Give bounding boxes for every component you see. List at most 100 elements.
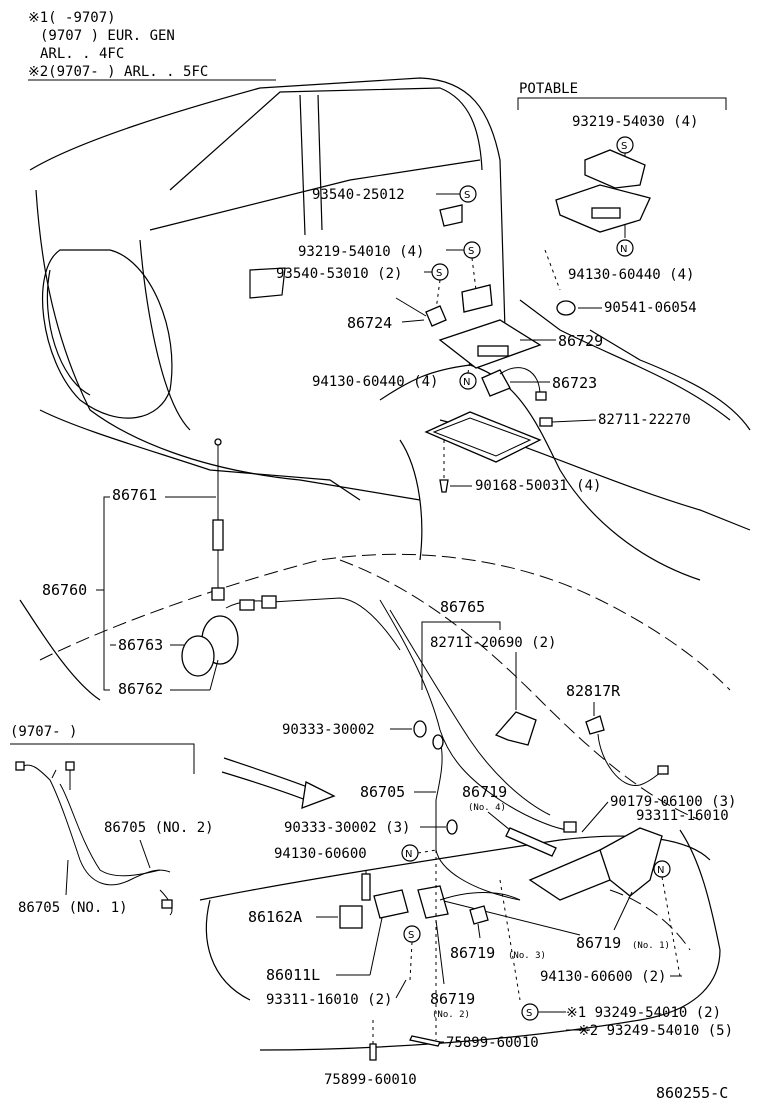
- label-93249-54010-2: ※1 93249-54010 (2): [566, 1005, 721, 1021]
- label-86719-no1-sub: (No. 1): [632, 941, 670, 951]
- relay-86162A-part: [339, 905, 363, 929]
- clip-75899-bottom-part: [369, 1043, 377, 1061]
- label-93219-54010: 93219-54010 (4): [298, 244, 424, 260]
- label-90333-30002-3: 90333-30002 (3): [284, 820, 410, 836]
- clip-86719-no4-part: [505, 827, 557, 857]
- connector-86723-part: [481, 369, 511, 397]
- s-symbol-icon: S: [463, 241, 481, 259]
- label-94130-60600-2: 94130-60600 (2): [540, 969, 666, 985]
- label-94130-60440-left: 94130-60440 (4): [312, 374, 438, 390]
- label-90168-50031: 90168-50031 (4): [475, 478, 601, 494]
- s-symbol-icon: S: [431, 263, 449, 281]
- plug-82711-22270-part: [539, 417, 553, 427]
- bracket-82817R-part: [585, 715, 605, 735]
- amplifier-86011L-part: [373, 889, 409, 919]
- label-86763: 86763: [118, 636, 163, 654]
- label-93311-16010-2: 93311-16010 (2): [266, 992, 392, 1008]
- label-86719-no3-sub: (No. 3): [508, 951, 546, 961]
- svg-text:S: S: [436, 268, 442, 279]
- switch-part: [417, 885, 449, 919]
- label-86719-no1: 86719: [576, 934, 621, 952]
- potable-connector-part: [591, 207, 621, 219]
- svg-text:N: N: [463, 377, 470, 388]
- label-86705-no2: 86705 (NO. 2): [104, 820, 214, 836]
- label-93249-54010-5: ※2 93249-54010 (5): [578, 1023, 733, 1039]
- potable-holder-part: [584, 149, 646, 189]
- label-86765: 86765: [440, 598, 485, 616]
- label-86162A: 86162A: [248, 908, 302, 926]
- inset-group: (9707- ) 86705 (NO. 2) 86705 (NO. 1): [10, 724, 214, 916]
- holder-block-part: [461, 284, 493, 313]
- clamp-part: [432, 734, 444, 750]
- clip-86724-part: [425, 305, 447, 327]
- label-93540-25012: 93540-25012: [312, 187, 405, 203]
- trunk-bracket-side-part: [599, 827, 663, 897]
- diagram-code: 860255-C: [656, 1084, 728, 1102]
- n-symbol-icon: N: [401, 844, 419, 862]
- svg-text:N: N: [657, 865, 664, 876]
- label-86761: 86761: [112, 486, 157, 504]
- svg-text:N: N: [405, 849, 412, 860]
- s-symbol-icon: S: [521, 1003, 539, 1021]
- plate-86729-part: [438, 319, 542, 369]
- note-line-1: ※1( -9707): [28, 10, 116, 26]
- label-90179-06100: 90179-06100 (3): [610, 794, 736, 810]
- n-symbol-icon: N: [459, 372, 477, 390]
- label-94130-60440-right: 94130-60440 (4): [568, 267, 694, 283]
- label-86705: 86705: [360, 783, 405, 801]
- label-86724: 86724: [347, 314, 392, 332]
- svg-text:S: S: [621, 141, 627, 152]
- cable-group: 86765 82711-20690 (2) 82817R 90333-30002…: [274, 598, 736, 936]
- svg-text:N: N: [620, 244, 627, 255]
- bracket-82711-20690-part: [494, 711, 537, 746]
- s-symbol-icon: S: [459, 185, 477, 203]
- grommet-part: [556, 300, 576, 316]
- label-93540-53010: 93540-53010 (2): [276, 266, 402, 282]
- clamp-90333-part: [413, 720, 427, 738]
- direction-arrow-icon: [221, 757, 336, 809]
- svg-text:S: S: [464, 190, 470, 201]
- lower-parts-group: 86162A S 86011L 86719 (No. 3) 86719 (No.…: [248, 850, 733, 1088]
- inset-bracket: [10, 743, 195, 774]
- label-75899-60010-bottom: 75899-60010: [324, 1072, 417, 1088]
- note-line-4: ※2(9707- ) ARL. . 5FC: [28, 64, 208, 80]
- potable-bracket: [517, 97, 727, 110]
- label-86011L: 86011L: [266, 966, 320, 984]
- plate-grille-part: [477, 345, 509, 357]
- antenna-base-part: [211, 587, 225, 601]
- label-86723: 86723: [552, 374, 597, 392]
- potable-title: POTABLE: [519, 81, 578, 97]
- label-82711-22270: 82711-22270: [598, 412, 691, 428]
- label-86729: 86729: [558, 332, 603, 350]
- s-symbol-icon: S: [616, 136, 634, 154]
- antenna-group: 86761 86760 86763 86762: [42, 438, 401, 698]
- label-82711-20690: 82711-20690 (2): [430, 635, 556, 651]
- label-86719-no2-sub: (No. 2): [432, 1010, 470, 1020]
- antenna-coil-part: [212, 519, 224, 551]
- label-90541-06054: 90541-06054: [604, 300, 697, 316]
- label-86719-no4: 86719: [462, 783, 507, 801]
- svg-text:S: S: [526, 1008, 532, 1019]
- clip-75899-right-part: [409, 1035, 441, 1047]
- connector-tip-part: [535, 391, 547, 401]
- header-notes: ※1( -9707) (9707 ) EUR. GEN ARL. . 4FC ※…: [28, 10, 276, 81]
- potable-group: POTABLE 93219-54030 (4) S N 94130-60440 …: [517, 81, 727, 316]
- clip-86719-no3-part: [469, 905, 489, 925]
- label-75899-60010-right: 75899-60010: [446, 1035, 539, 1051]
- n-symbol-icon: N: [616, 239, 634, 257]
- label-90333-30002: 90333-30002: [282, 722, 375, 738]
- svg-text:S: S: [468, 246, 474, 257]
- clip-part: [439, 204, 463, 227]
- note-line-2: (9707 ) EUR. GEN: [40, 28, 175, 44]
- label-86719-no3: 86719: [450, 944, 495, 962]
- label-86705-no1: 86705 (NO. 1): [18, 900, 128, 916]
- label-93219-54030: 93219-54030 (4): [572, 114, 698, 130]
- label-86762: 86762: [118, 680, 163, 698]
- cable-plug-part: [261, 595, 277, 609]
- s-symbol-icon: S: [403, 925, 421, 943]
- label-86719-no4-sub: (No. 4): [468, 803, 506, 813]
- label-94130-60600: 94130-60600: [274, 846, 367, 862]
- antenna-seal-part: [181, 635, 215, 677]
